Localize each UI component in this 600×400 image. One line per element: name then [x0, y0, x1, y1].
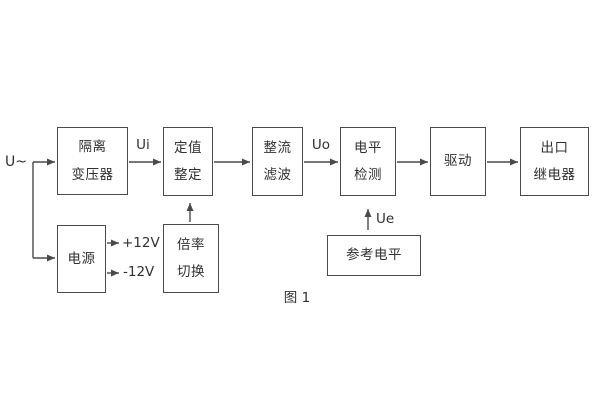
box-label: 整定 — [174, 167, 202, 183]
box-label: 电平 — [354, 139, 382, 156]
box-reference-level: 参考电平 — [327, 235, 421, 276]
box-driver: 驱动 — [430, 127, 486, 196]
box-value-setting: 定值 整定 — [163, 127, 213, 196]
box-label: 切换 — [177, 264, 205, 280]
box-label: 驱动 — [444, 153, 472, 170]
figure-caption: 图 1 — [283, 290, 311, 306]
box-rectifier-filter: 整流 滤波 — [252, 127, 303, 196]
box-label: 滤波 — [263, 167, 292, 183]
box-label: 变压器 — [71, 166, 114, 183]
box-label: 定值 — [174, 139, 202, 156]
box-ratio-switch: 倍率 切换 — [163, 224, 219, 293]
box-level-detection: 电平 检测 — [340, 127, 396, 196]
signal-label-uo: Uo — [311, 137, 331, 153]
box-label: 整流 — [263, 139, 292, 156]
box-label: 检测 — [354, 167, 382, 183]
rail-label-negative: -12V — [123, 264, 155, 280]
box-label: 参考电平 — [346, 247, 402, 264]
box-power-supply: 电源 — [57, 225, 106, 293]
box-output-relay: 出口 继电器 — [520, 127, 589, 196]
box-label: 出口 — [540, 139, 569, 156]
box-label: 倍率 — [177, 236, 205, 253]
signal-label-input: U~ — [5, 154, 27, 170]
box-label: 电源 — [67, 250, 96, 267]
box-label: 继电器 — [533, 167, 576, 183]
box-isolation-transformer: 隔离 变压器 — [57, 127, 128, 195]
signal-label-ue: Ue — [376, 211, 395, 227]
signal-label-ui: Ui — [136, 137, 150, 153]
rail-label-positive: +12V — [122, 235, 160, 251]
box-label: 隔离 — [78, 139, 107, 156]
